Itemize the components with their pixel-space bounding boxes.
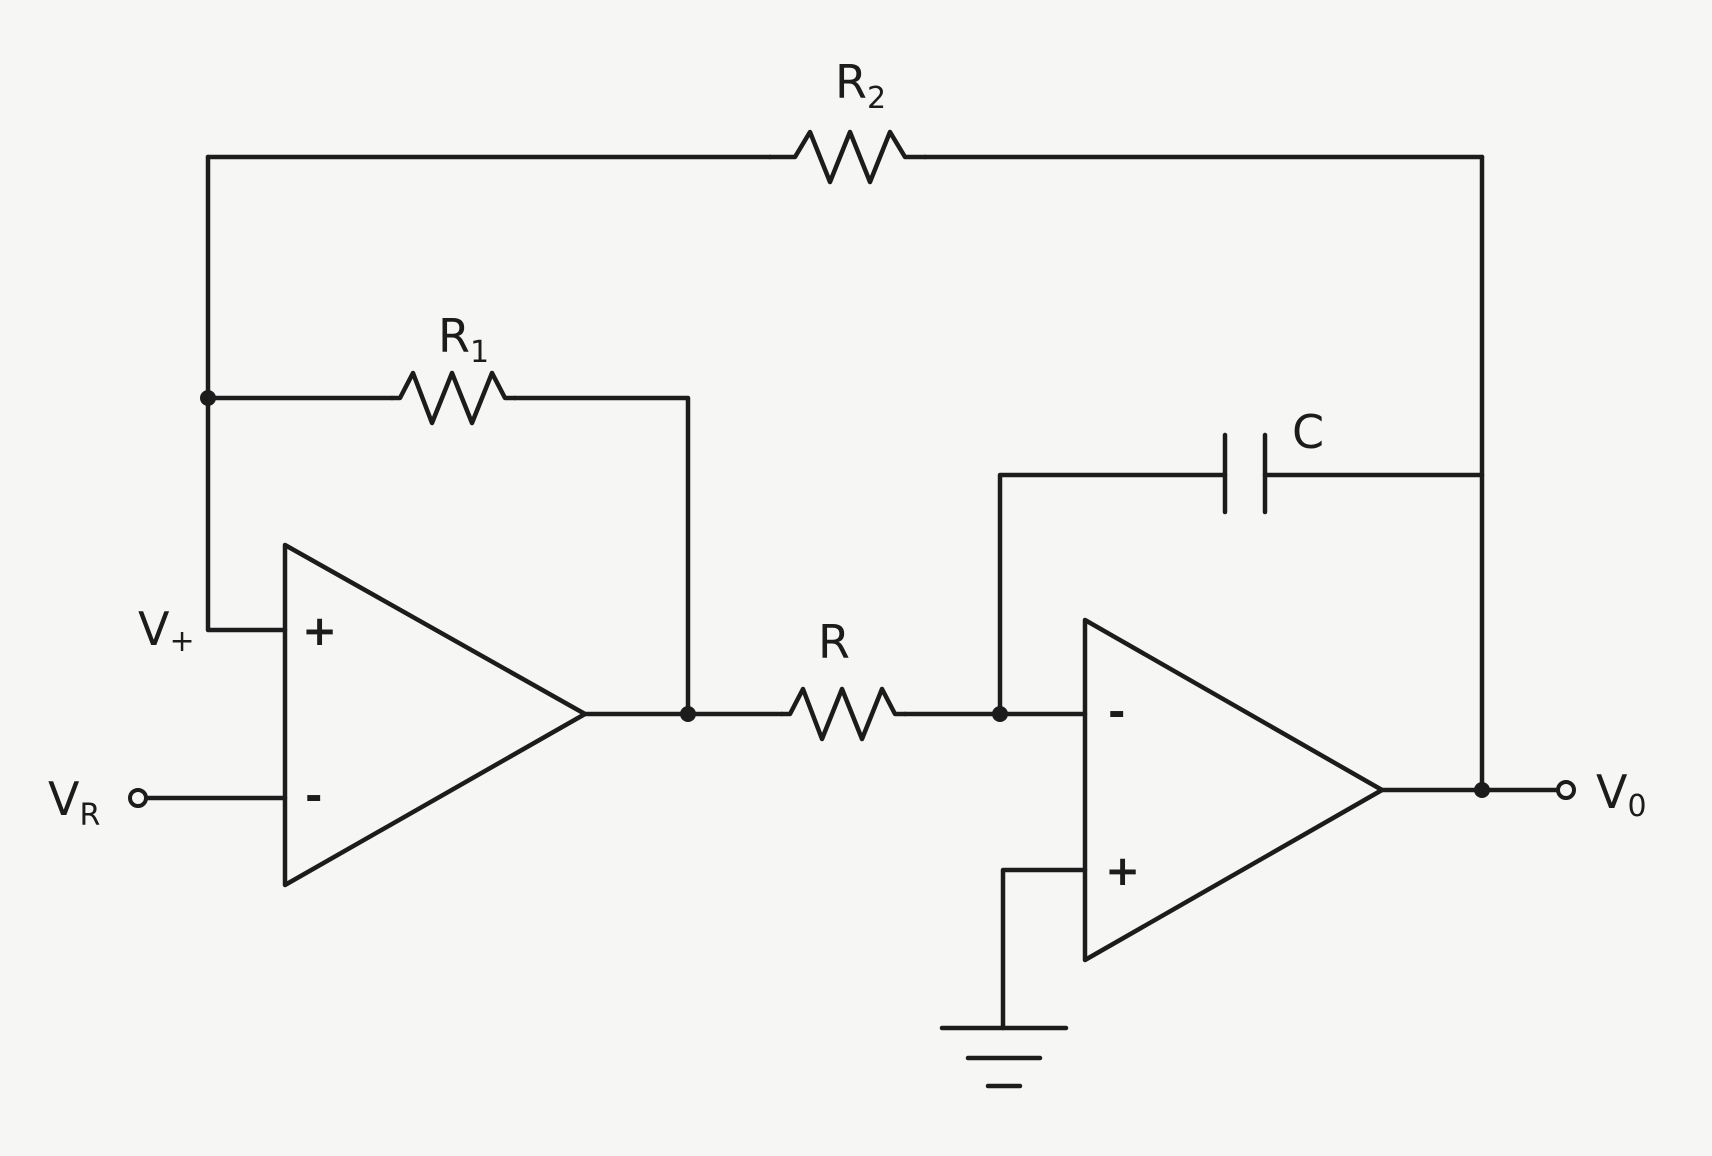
capacitor-c (1222, 432, 1268, 515)
opamp-1-plus-sign: + (302, 606, 337, 655)
junction-output (1474, 782, 1490, 798)
opamp-1-minus-sign: - (305, 771, 322, 820)
junction-opamp1-output (680, 706, 696, 722)
label-v-plus: V+ (138, 602, 195, 659)
terminal-vr (128, 788, 148, 808)
resistor-r2 (767, 129, 928, 185)
wire-ground (1000, 867, 1088, 1031)
wire-c-left (997, 472, 1228, 717)
label-vr: VR (48, 772, 100, 833)
junction-r1-left (200, 390, 216, 406)
terminal-vo (1556, 780, 1576, 800)
opamp-2: - + (1082, 617, 1385, 963)
resistor-r1 (389, 370, 518, 426)
label-r1: R1 (438, 309, 489, 370)
resistor-r (779, 686, 908, 742)
opamp-2-triangle (1082, 617, 1385, 963)
label-r2: R2 (835, 55, 886, 116)
opamp-2-minus-sign: - (1108, 687, 1125, 736)
label-r: R (818, 615, 850, 669)
junction-opamp2-inverting (992, 706, 1008, 722)
opamp-1-triangle (282, 542, 588, 888)
opamp-1: + - (282, 542, 588, 888)
label-vo: V0 (1596, 765, 1647, 824)
wire-r1-right (512, 395, 691, 717)
wires (145, 154, 1561, 1031)
wire-left-vertical (205, 154, 288, 633)
label-c: C (1292, 405, 1324, 459)
opamp-2-plus-sign: + (1105, 846, 1140, 895)
ground-symbol (939, 1025, 1069, 1089)
